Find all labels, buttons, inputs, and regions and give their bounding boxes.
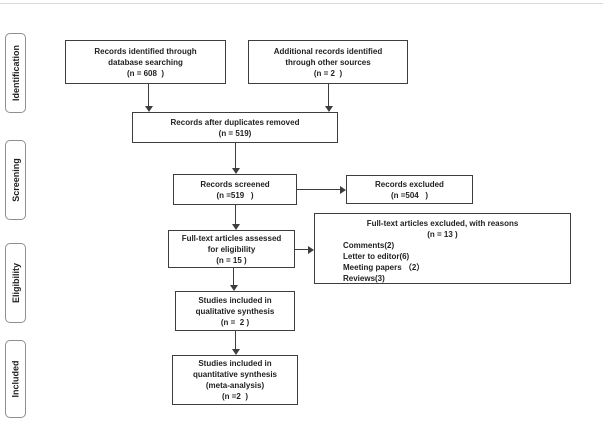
arrowhead-down: [145, 106, 153, 112]
reason-item: Meeting papers （2）: [343, 263, 425, 272]
text-line: Full-text articles assessed: [181, 233, 282, 243]
text-line: Additional records identified: [273, 46, 383, 56]
stage-eligibility: Eligibility: [5, 243, 26, 323]
box-fulltext-assessed: Full-text articles assessed for eligibil…: [168, 230, 295, 268]
text-line: (n = 15 ): [216, 255, 247, 265]
stage-label: Screening: [10, 158, 21, 202]
arrowhead-down: [232, 349, 240, 355]
text-line: database searching: [108, 57, 183, 67]
text-line: Studies included in: [198, 295, 272, 305]
text-line: Records excluded: [375, 179, 444, 189]
arrowhead-right: [340, 186, 346, 194]
arrowhead-down: [232, 224, 240, 230]
stage-label: Eligibility: [10, 262, 21, 304]
reason-item: Comments(2): [343, 241, 395, 250]
text-line: (n = 2 ): [220, 317, 250, 327]
box-fulltext-excluded: Full-text articles excluded, with reason…: [314, 213, 571, 284]
text-line: (n =2 ): [221, 392, 248, 401]
box-qualitative-synthesis: Studies included in qualitative synthesi…: [175, 291, 295, 331]
arrowhead-down: [232, 168, 240, 174]
stage-identification: Identification: [5, 33, 26, 113]
text-line: (n = 13 ): [427, 230, 458, 239]
box-records-screened: Records screened (n =519 ): [173, 174, 297, 205]
box-records-excluded: Records excluded (n =504 ): [346, 175, 473, 204]
arrowhead-down: [325, 106, 333, 112]
stage-screening: Screening: [5, 140, 26, 220]
text-line: for eligibility: [207, 244, 256, 254]
stage-included: Included: [5, 340, 26, 418]
text-line: through other sources: [285, 57, 371, 67]
text-line: Studies included in: [198, 359, 272, 368]
arrowhead-down: [230, 285, 238, 291]
text-line: (n = 2 ): [313, 68, 343, 78]
text-line: quantitative synthesis: [192, 370, 278, 379]
stage-label: Included: [10, 360, 21, 398]
text-line: Records identified through: [94, 46, 197, 56]
text-line: qualitative synthesis: [195, 306, 275, 316]
box-after-duplicates: Records after duplicates removed (n = 51…: [132, 112, 338, 143]
arrowhead-right: [308, 246, 314, 254]
reason-item: Letter to editor(6): [343, 252, 410, 261]
text-line: (n =519 ): [216, 190, 254, 200]
reason-item: Reviews(3): [343, 274, 385, 283]
text-line: Records screened: [200, 179, 270, 189]
text-line: (n = 608 ): [126, 68, 165, 78]
box-records-identified-database: Records identified through database sear…: [65, 40, 226, 84]
box-quantitative-synthesis: Studies included in quantitative synthes…: [172, 355, 298, 405]
top-rule: [0, 3, 603, 4]
text-line: Records after duplicates removed: [170, 117, 300, 127]
text-line: (meta-analysis): [205, 381, 265, 390]
box-additional-records: Additional records identified through ot…: [248, 40, 408, 84]
stage-label: Identification: [10, 45, 21, 101]
text-line: (n =504 ): [390, 190, 429, 200]
text-line: (n = 519): [218, 128, 252, 138]
text-line: Full-text articles excluded, with reason…: [366, 219, 519, 228]
exclusion-reasons-list: Comments(2) Letter to editor(6) Meeting …: [315, 240, 570, 284]
